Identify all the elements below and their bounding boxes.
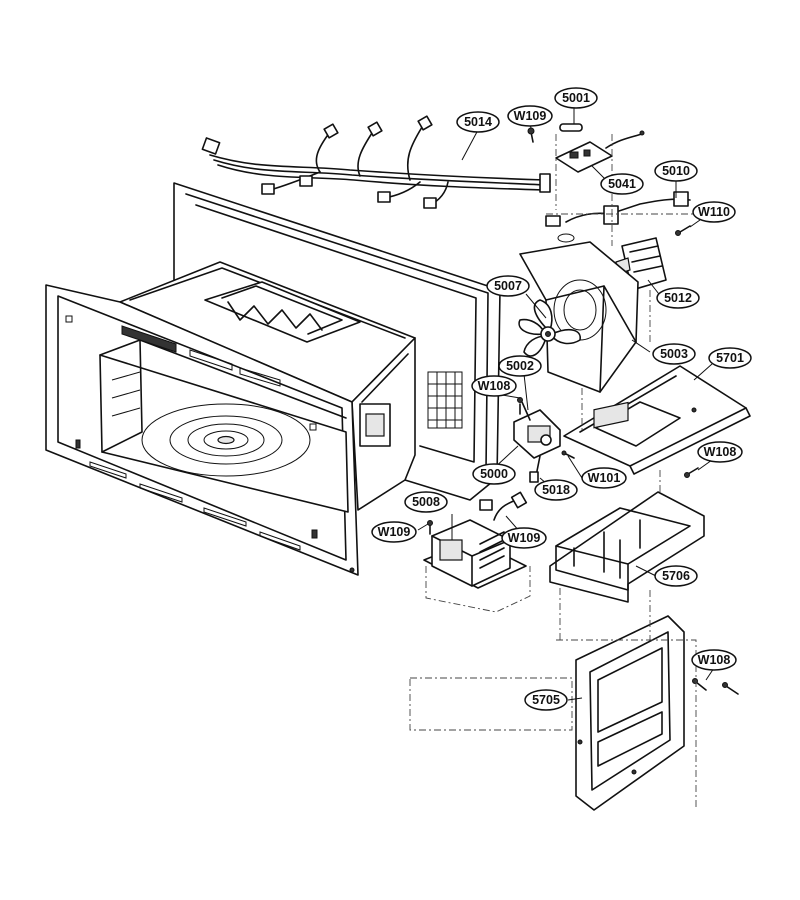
svg-text:5000: 5000 xyxy=(480,467,508,481)
callout-w109-top: W109 xyxy=(507,105,553,127)
svg-text:5001: 5001 xyxy=(562,91,590,105)
callout-5041: 5041 xyxy=(600,173,644,195)
screws-w108-bottom xyxy=(692,678,739,695)
callout-w110: W110 xyxy=(692,201,736,223)
screw-w101 xyxy=(561,450,575,459)
callout-w109-right: W109 xyxy=(501,527,547,549)
callout-5001: 5001 xyxy=(554,87,598,109)
side-vent-grille xyxy=(427,371,463,429)
svg-text:5010: 5010 xyxy=(662,164,690,178)
callout-5014: 5014 xyxy=(456,111,500,133)
svg-text:5008: 5008 xyxy=(412,495,440,509)
callout-w109-left: W109 xyxy=(371,521,417,543)
wire-harness xyxy=(201,115,551,209)
callout-5701: 5701 xyxy=(708,347,752,369)
callout-5012: 5012 xyxy=(656,287,700,309)
svg-text:W110: W110 xyxy=(698,205,730,219)
callout-5007: 5007 xyxy=(486,275,530,297)
screw-w110 xyxy=(675,225,691,236)
svg-text:W101: W101 xyxy=(588,471,621,485)
screw-w108-right xyxy=(684,467,699,478)
callout-5003: 5003 xyxy=(652,343,696,365)
turntable xyxy=(141,403,311,477)
callout-w101: W101 xyxy=(581,467,627,489)
svg-text:W109: W109 xyxy=(508,531,541,545)
svg-text:W108: W108 xyxy=(704,445,737,459)
svg-text:W109: W109 xyxy=(514,109,547,123)
sensor-5018 xyxy=(529,455,541,483)
svg-text:5701: 5701 xyxy=(716,351,744,365)
screw-w109-left xyxy=(427,520,433,535)
svg-text:5706: 5706 xyxy=(662,569,690,583)
assembly-guide-lines xyxy=(425,134,700,810)
dashed-reference-box xyxy=(409,677,573,731)
callout-w108-right: W108 xyxy=(697,441,743,463)
callout-5000: 5000 xyxy=(472,463,516,485)
svg-text:W108: W108 xyxy=(478,379,511,393)
svg-text:W108: W108 xyxy=(698,653,731,667)
callout-5706: 5706 xyxy=(654,565,698,587)
svg-text:5012: 5012 xyxy=(664,291,692,305)
callout-5018: 5018 xyxy=(534,479,578,501)
back-panel-5705 xyxy=(575,615,685,811)
fan-duct-5003 xyxy=(519,241,639,393)
fuse-5001 xyxy=(559,123,583,132)
callout-5008: 5008 xyxy=(404,491,448,513)
svg-text:5018: 5018 xyxy=(542,483,570,497)
magnetron-5000 xyxy=(513,397,561,459)
svg-text:5705: 5705 xyxy=(532,693,560,707)
callout-w108-bottom: W108 xyxy=(691,649,737,671)
svg-text:5003: 5003 xyxy=(660,347,688,361)
callout-5010: 5010 xyxy=(654,160,698,182)
pcb-5041 xyxy=(555,130,645,173)
screw-w109-top xyxy=(527,127,535,143)
svg-text:5014: 5014 xyxy=(464,115,492,129)
callout-w108-left: W108 xyxy=(471,375,517,397)
svg-text:5007: 5007 xyxy=(494,279,522,293)
svg-text:5041: 5041 xyxy=(608,177,636,191)
callout-5002: 5002 xyxy=(498,355,542,377)
svg-text:W109: W109 xyxy=(378,525,411,539)
thermostat-5010 xyxy=(545,191,691,243)
callout-leaders xyxy=(417,106,715,701)
base-plate-5706 xyxy=(549,401,705,603)
callout-5705: 5705 xyxy=(524,689,568,711)
svg-text:5002: 5002 xyxy=(506,359,534,373)
oven-cavity-assembly xyxy=(45,182,501,576)
